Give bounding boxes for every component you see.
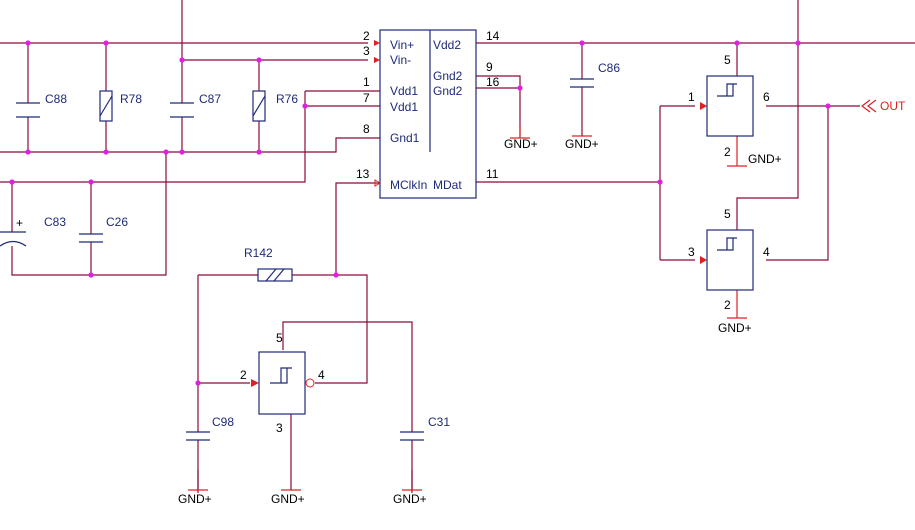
pin-num-2: 2 bbox=[363, 29, 370, 43]
gate-bottom-vcc: 5 bbox=[724, 207, 731, 221]
capacitor-c88[interactable]: C88 bbox=[16, 92, 67, 118]
c26-label: C26 bbox=[106, 215, 128, 229]
gnd-label-gnd2: GND+ bbox=[565, 137, 599, 151]
ic-pin-gnd2-b: Gnd2 bbox=[433, 84, 463, 98]
c98-label: C98 bbox=[212, 415, 234, 429]
c83-label: C83 bbox=[44, 215, 66, 229]
arrow-vin-minus-icon bbox=[374, 57, 380, 63]
schmitt-top-icon bbox=[717, 83, 737, 97]
gate-osc-input-arrow-icon bbox=[251, 379, 259, 387]
ic-pin-vdd1-b: Vdd1 bbox=[390, 100, 418, 114]
schmitt-osc-icon bbox=[270, 367, 292, 384]
arrow-mclkin-icon bbox=[374, 179, 381, 187]
capacitor-c31[interactable]: C31 bbox=[400, 415, 450, 441]
gate-top-out: 6 bbox=[763, 90, 770, 104]
gnd-label-c86: GND+ bbox=[504, 137, 538, 151]
pin-num-7: 7 bbox=[363, 91, 370, 105]
c87-label: C87 bbox=[199, 92, 221, 106]
ic-pin-vin-minus: Vin- bbox=[390, 53, 411, 67]
r142-label: R142 bbox=[244, 246, 273, 260]
ground-labels: GND+ GND+ GND+ GND+ GND+ GND+ GND+ bbox=[178, 137, 782, 506]
pin-num-9: 9 bbox=[486, 60, 493, 74]
capacitor-c87[interactable]: C87 bbox=[170, 92, 221, 118]
inverter-bubble-icon bbox=[305, 378, 315, 388]
gnd-label-gate-top: GND+ bbox=[748, 152, 782, 166]
c86-label: C86 bbox=[598, 61, 620, 75]
capacitor-c26[interactable]: C26 bbox=[79, 215, 128, 243]
ic-pin-gnd1: Gnd1 bbox=[390, 131, 420, 145]
gate-bottom-gnd: 2 bbox=[724, 298, 731, 312]
gate-osc-out: 4 bbox=[318, 368, 325, 382]
r78-label: R78 bbox=[120, 92, 142, 106]
ic-pin-vdd2: Vdd2 bbox=[433, 38, 461, 52]
gate-osc-in: 2 bbox=[240, 368, 247, 382]
ground-stubs bbox=[188, 126, 747, 491]
resistor-r76[interactable]: R76 bbox=[252, 90, 298, 122]
gate-top[interactable]: 1 6 5 2 bbox=[688, 53, 770, 159]
gate-bottom-input-arrow-icon bbox=[700, 256, 707, 264]
capacitor-c86[interactable]: C86 bbox=[570, 61, 620, 88]
ic-pin-mdat: MDat bbox=[433, 178, 462, 192]
gate-top-gnd: 2 bbox=[724, 145, 731, 159]
pin-num-8: 8 bbox=[363, 122, 370, 136]
capacitor-c83[interactable]: + C83 bbox=[0, 215, 66, 247]
main-ic[interactable]: Vin+ Vin- Vdd1 Vdd1 Gnd1 MClkIn Vdd2 Gnd… bbox=[356, 29, 500, 199]
capacitor-c98[interactable]: C98 bbox=[186, 415, 234, 441]
junctions bbox=[9, 40, 831, 386]
gate-top-vcc: 5 bbox=[724, 53, 731, 67]
gnd-label-osc: GND+ bbox=[271, 492, 305, 506]
schmitt-bottom-icon bbox=[717, 237, 737, 251]
resistor-r142[interactable]: R142 bbox=[244, 246, 293, 282]
ic-pin-mclkin: MClkIn bbox=[390, 178, 427, 192]
gnd-label-gate-bottom: GND+ bbox=[718, 321, 752, 335]
gnd-label-c31: GND+ bbox=[393, 492, 427, 506]
c31-label: C31 bbox=[428, 415, 450, 429]
pin-num-13: 13 bbox=[356, 167, 370, 181]
r76-label: R76 bbox=[276, 92, 298, 106]
pin-num-3: 3 bbox=[363, 44, 370, 58]
resistor-r78[interactable]: R78 bbox=[99, 90, 142, 122]
arrow-vin-plus-icon bbox=[374, 40, 380, 46]
pin-num-1: 1 bbox=[363, 75, 370, 89]
ic-pin-vdd1-a: Vdd1 bbox=[390, 84, 418, 98]
wires bbox=[0, 0, 915, 493]
gate-top-input-arrow-icon bbox=[700, 102, 707, 110]
gate-top-in: 1 bbox=[688, 90, 695, 104]
gate-osc-gnd: 3 bbox=[276, 421, 283, 435]
ic-pin-gnd2-a: Gnd2 bbox=[433, 69, 463, 83]
gate-bottom[interactable]: 3 4 5 2 bbox=[688, 207, 770, 312]
output-chevron-icon bbox=[861, 99, 877, 113]
c88-label: C88 bbox=[45, 92, 67, 106]
pin-num-16: 16 bbox=[486, 75, 500, 89]
pin-num-14: 14 bbox=[486, 29, 500, 43]
pin-num-11: 11 bbox=[486, 167, 499, 181]
output-label: OUT bbox=[880, 99, 906, 113]
gnd-label-c98: GND+ bbox=[178, 492, 212, 506]
gate-osc-vcc: 5 bbox=[276, 331, 283, 345]
gate-bottom-in: 3 bbox=[688, 245, 695, 259]
ic-pin-vin-plus: Vin+ bbox=[390, 38, 414, 52]
output-port[interactable]: OUT bbox=[861, 99, 906, 113]
gate-bottom-out: 4 bbox=[763, 245, 770, 259]
c83-polarity: + bbox=[16, 216, 23, 230]
gate-oscillator[interactable]: 2 4 5 3 bbox=[240, 331, 325, 435]
